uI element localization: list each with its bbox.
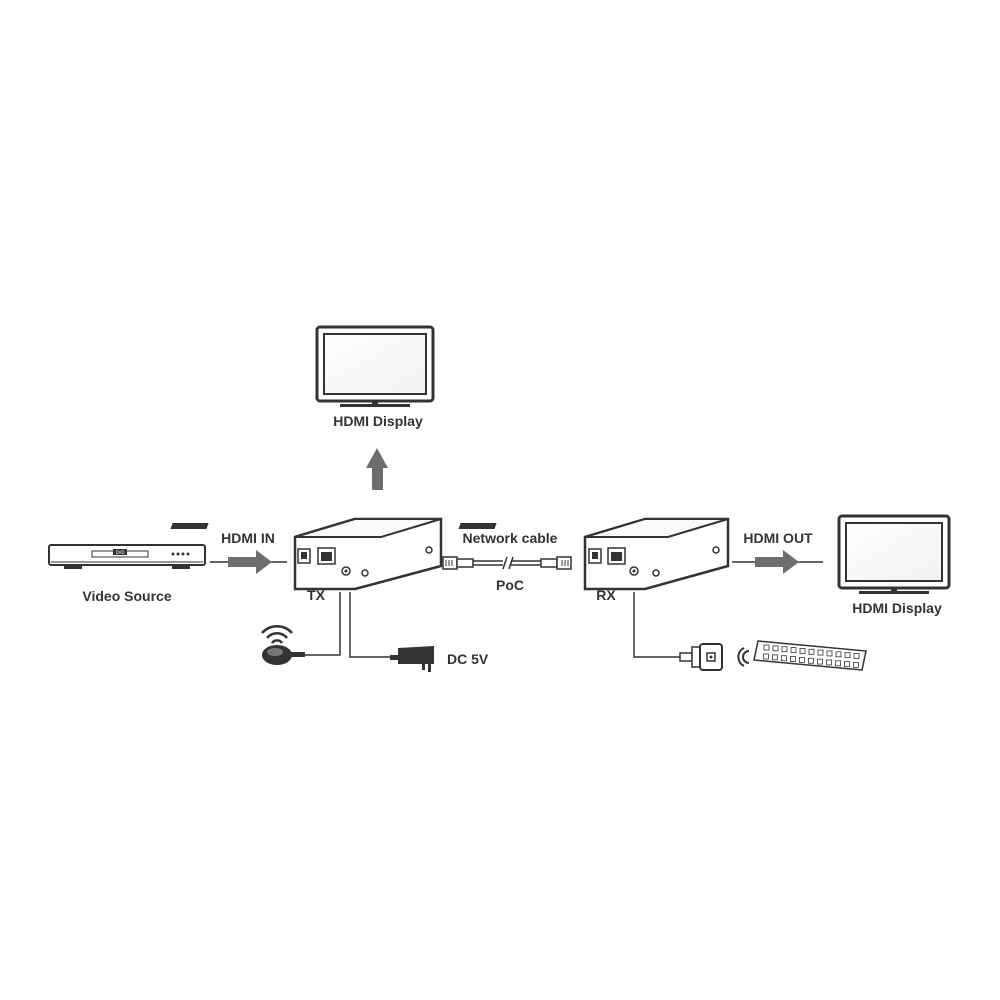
remote-button [799,657,805,663]
remote-button [808,648,815,655]
poc-label: PoC [496,577,524,593]
wifi-signal-icon [261,624,293,644]
remote-button [817,649,824,656]
remote-button [790,656,796,662]
ir-rx-cable [633,592,680,658]
remote-button [835,660,841,667]
ir-receiver-icon [679,643,723,671]
remote-button [835,651,842,658]
hdmi-out-connection [732,550,823,574]
monitor-right-icon [837,514,951,594]
remote-button [781,646,788,653]
hdmi-display-top-label: HDMI Display [333,413,423,429]
hdmi-out-label: HDMI OUT [743,530,813,546]
up-arrow-icon [366,448,388,490]
hdmi-in-connection [210,550,287,574]
remote-button [817,658,823,665]
remote-button [844,652,851,659]
dvd-player-icon: DVD [48,544,206,569]
network-cable-icon [442,556,572,570]
video-source-label: Video Source [82,588,171,604]
ir-tx-cable [305,592,341,656]
remote-button [826,659,832,666]
remote-button [799,648,806,654]
remote-button [790,647,797,653]
tx-extender-box [170,517,443,591]
network-cable-label: Network cable [463,530,558,546]
tx-label: TX [307,587,326,603]
rx-label: RX [596,587,616,603]
ir-emitter-icon [262,645,305,665]
signal-waves-icon [737,647,750,667]
remote-button [808,657,814,664]
hdmi-display-right-label: HDMI Display [852,600,942,616]
remote-button [763,653,769,660]
remote-button [853,653,860,659]
remote-button [826,650,833,657]
remote-button [853,662,859,668]
remote-button [844,661,850,668]
rx-extender-box [458,517,730,591]
remote-button [772,654,778,661]
remote-button [763,644,770,651]
monitor-top-icon [315,325,435,407]
hdmi-in-label: HDMI IN [221,530,275,546]
dvd-badge-label: DVD [116,550,125,555]
power-cable [349,592,395,658]
remote-button [772,645,779,652]
remote-control-icon [753,640,867,671]
power-adapter-icon [390,646,434,672]
remote-button [781,655,787,662]
dc-5v-label: DC 5V [447,651,489,667]
